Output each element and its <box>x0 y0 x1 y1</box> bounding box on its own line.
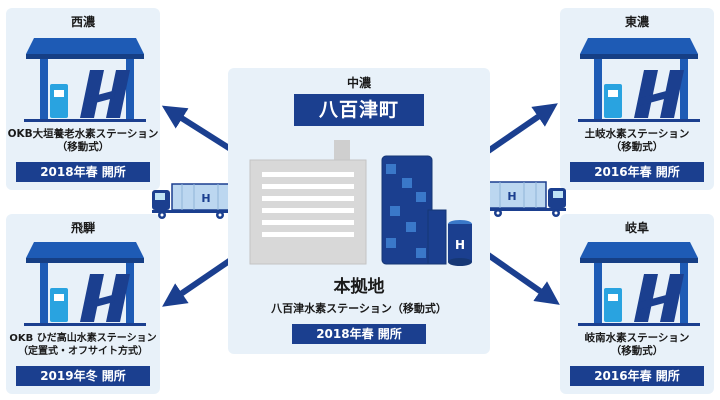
hydrogen-station-icon <box>24 38 146 122</box>
arrow-icon <box>482 249 560 305</box>
station-name: 岐南水素ステーション （移動式） <box>584 332 690 357</box>
region-label: 西濃 <box>70 15 95 29</box>
svg-text:H: H <box>201 192 210 205</box>
hydrogen-station-icon <box>578 242 700 326</box>
hub-region-label: 中濃 <box>346 76 371 90</box>
region-label: 東濃 <box>624 15 649 29</box>
station-name: 土岐水素ステーション （移動式） <box>584 128 690 153</box>
hub-opening-badge: 2018年春 開所 <box>292 324 426 344</box>
station-panel-nishino: 西濃 OKB大垣養老水素ステーション （移動式） 2018年春 開所 <box>6 8 160 190</box>
hydrogen-station-icon <box>24 242 146 326</box>
svg-text:H: H <box>507 190 516 203</box>
opening-badge: 2016年春 開所 <box>570 162 704 182</box>
station-name: OKB大垣養老水素ステーション （移動式） <box>7 128 159 153</box>
station-panel-higashino: 東濃 土岐水素ステーション （移動式） 2016年春 開所 <box>560 8 714 190</box>
hub-town-title: 八百津町 <box>294 94 424 126</box>
region-label: 岐阜 <box>624 221 649 235</box>
region-label: 飛騨 <box>70 221 95 235</box>
opening-badge: 2019年冬 開所 <box>16 366 150 386</box>
opening-badge: 2016年春 開所 <box>570 366 704 386</box>
station-name: OKB ひだ高山水素ステーション （定置式・オフサイト方式） <box>9 333 157 357</box>
svg-text:H: H <box>455 238 465 252</box>
arrow-icon <box>162 252 240 307</box>
hub-station-name: 八百津水素ステーション（移動式） <box>271 302 447 315</box>
hub-base-label: 本拠地 <box>333 277 385 297</box>
factory-building-icon: H <box>249 140 472 266</box>
opening-badge: 2018年春 開所 <box>16 162 150 182</box>
hub-panel: 中濃 八百津町 H 本拠地 八百津水素ステーション（移動式） 2018年春 開所 <box>228 68 490 354</box>
station-panel-gifu: 岐阜 岐南水素ステーション （移動式） 2016年春 開所 <box>560 214 714 394</box>
station-panel-hida: 飛騨 OKB ひだ高山水素ステーション （定置式・オフサイト方式） 2019年冬… <box>6 214 160 394</box>
hydrogen-station-icon <box>578 38 700 122</box>
